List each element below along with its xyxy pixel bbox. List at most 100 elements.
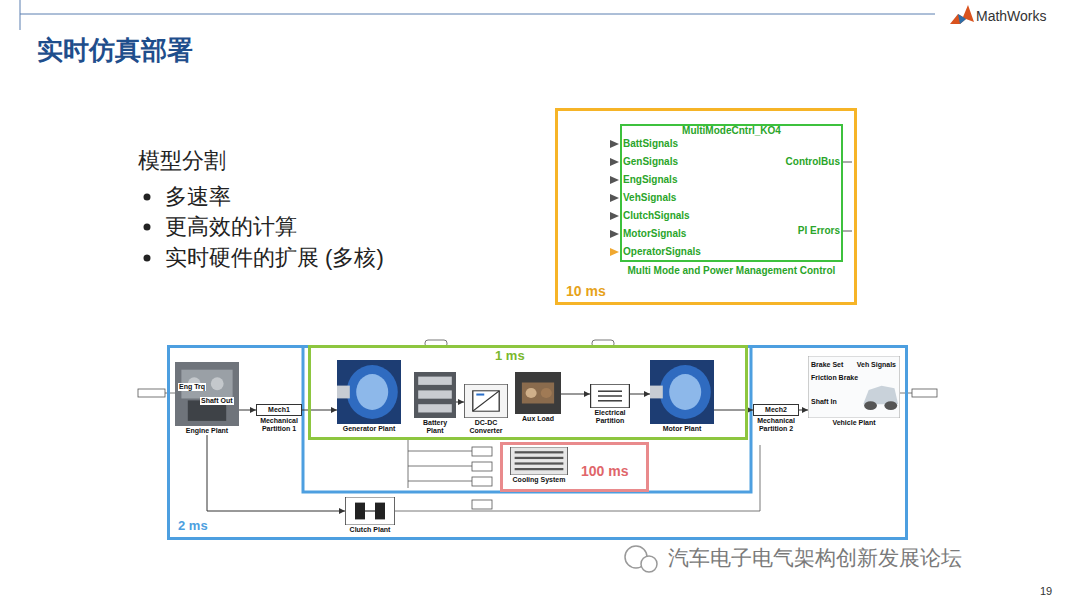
- block-caption: DC-DC Converter: [464, 419, 508, 435]
- port-name: GenSignals: [623, 156, 678, 168]
- plant-image: [515, 372, 561, 414]
- block-caption: Clutch Plant: [345, 526, 395, 534]
- block-caption: Motor Plant: [650, 425, 714, 433]
- rate-region: 10 ms MultiModeCntrl_KO4Multi Mode and Po…: [555, 108, 857, 305]
- block-caption: Engine Plant: [175, 427, 239, 435]
- rate-region: 2 ms1 msGenerator PlantBattery PlantDC-D…: [167, 345, 908, 540]
- signal-wire: [760, 445, 761, 511]
- block-caption: Electrical Partition: [590, 409, 630, 425]
- plant-illustration: [515, 372, 561, 414]
- plant-illustration: [590, 384, 630, 408]
- connector: [561, 394, 590, 395]
- plant-image: [650, 360, 714, 424]
- plant-image: [175, 362, 239, 426]
- plant-image: [414, 372, 456, 418]
- slide-title: 实时仿真部署: [37, 36, 193, 66]
- rate-label: 2 ms: [178, 519, 208, 534]
- rate-region-outline: [303, 345, 751, 492]
- function-block: [472, 462, 492, 471]
- port-name: EngSignals: [623, 174, 677, 186]
- bullet-item: 多速率: [165, 184, 231, 209]
- block-caption: Generator Plant: [337, 425, 401, 433]
- bullet-item: 更高效的计算: [165, 214, 297, 239]
- port-name: BattSignals: [623, 138, 678, 150]
- signal-wire: [408, 481, 472, 482]
- port-name: Brake Set: [811, 361, 843, 369]
- plant-block: Cooling System: [510, 447, 568, 484]
- logo-icon: [950, 5, 974, 24]
- goto-tag: [138, 389, 165, 397]
- rate-region: 100 ms Cooling System: [500, 442, 649, 492]
- plant-illustration: [650, 360, 714, 424]
- block-caption: Aux Load: [515, 415, 561, 423]
- port-arrows: [610, 140, 619, 256]
- plant-illustration: [414, 372, 456, 418]
- header-rule: [20, 0, 21, 30]
- plant-block: DC-DC Converter: [464, 384, 508, 435]
- rate-region: 1 msGenerator PlantBattery PlantDC-DC Co…: [308, 345, 748, 440]
- plant-block: Motor Plant: [650, 360, 714, 433]
- plant-image: [464, 384, 508, 418]
- plant-illustration: [464, 384, 508, 418]
- output-stub: [843, 162, 852, 163]
- block-caption: Multi Mode and Power Management Control: [628, 265, 836, 277]
- block-caption: Cooling System: [510, 476, 568, 484]
- port-name: MotorSignals: [623, 228, 686, 240]
- bullet-dot: [144, 194, 151, 201]
- connector: [239, 410, 256, 411]
- plant-illustration: [510, 447, 568, 475]
- block-name: MultiModeCntrl_KO4: [620, 125, 843, 136]
- bullet-item: 实时硬件的扩展 (多核): [165, 245, 384, 270]
- plant-illustration: [175, 362, 239, 426]
- bullet-dot: [144, 224, 151, 231]
- block-name: Mech1: [257, 405, 301, 415]
- partition-box: Mech1: [256, 404, 302, 416]
- block-caption: Vehicle Plant: [808, 419, 900, 427]
- plant-block: Clutch Plant: [345, 497, 395, 534]
- watermark: 汽车电子电气架构创新发展论坛: [668, 546, 962, 570]
- connector: [799, 410, 808, 411]
- connector: [207, 435, 345, 511]
- plant-image: [345, 497, 395, 525]
- plant-illustration: [345, 497, 395, 525]
- function-block: [472, 447, 492, 456]
- goto-tag: [912, 389, 937, 397]
- port-name: Eng Trq: [178, 383, 206, 391]
- connector: [456, 402, 464, 403]
- plant-block: Generator Plant: [337, 360, 401, 433]
- plant-illustration: [337, 360, 401, 424]
- wechat-icon: [641, 556, 657, 572]
- rate-label: 100 ms: [581, 463, 628, 479]
- bullet-heading: 模型分割: [138, 148, 226, 173]
- plant-block: Battery Plant: [414, 372, 456, 435]
- port-name: Shaft Out: [200, 397, 234, 405]
- plant-block: Aux Load: [515, 372, 561, 423]
- plant-image: [337, 360, 401, 424]
- port-name: Friction Brake: [811, 374, 858, 382]
- port-name: PI Errors: [798, 225, 840, 237]
- block-caption: Battery Plant: [414, 419, 456, 435]
- signal-wire: [395, 511, 760, 512]
- output-stub: [843, 231, 852, 232]
- function-block: [472, 477, 492, 486]
- page-number: 19: [1040, 585, 1052, 598]
- port-name: Veh Signals: [857, 361, 896, 369]
- plant-image: [590, 384, 630, 408]
- block-caption: Mechanical Partition 2: [753, 417, 799, 433]
- port-name: ControlBus: [786, 156, 840, 168]
- logo-icon: [958, 14, 966, 24]
- function-block: [472, 500, 492, 509]
- partition-block: Mech1Mechanical Partition 1: [256, 404, 302, 433]
- block-name: Mech2: [754, 405, 798, 415]
- rate-label: 10 ms: [566, 283, 606, 299]
- signal-wire: [408, 466, 472, 467]
- port-name: OperatorSignals: [623, 246, 701, 258]
- partition-block: Mech2Mechanical Partition 2: [753, 404, 799, 433]
- header-rule: [20, 14, 935, 15]
- port-name: ClutchSignals: [623, 210, 690, 222]
- plant-block: Electrical Partition: [590, 384, 630, 425]
- signal-wire: [408, 451, 472, 452]
